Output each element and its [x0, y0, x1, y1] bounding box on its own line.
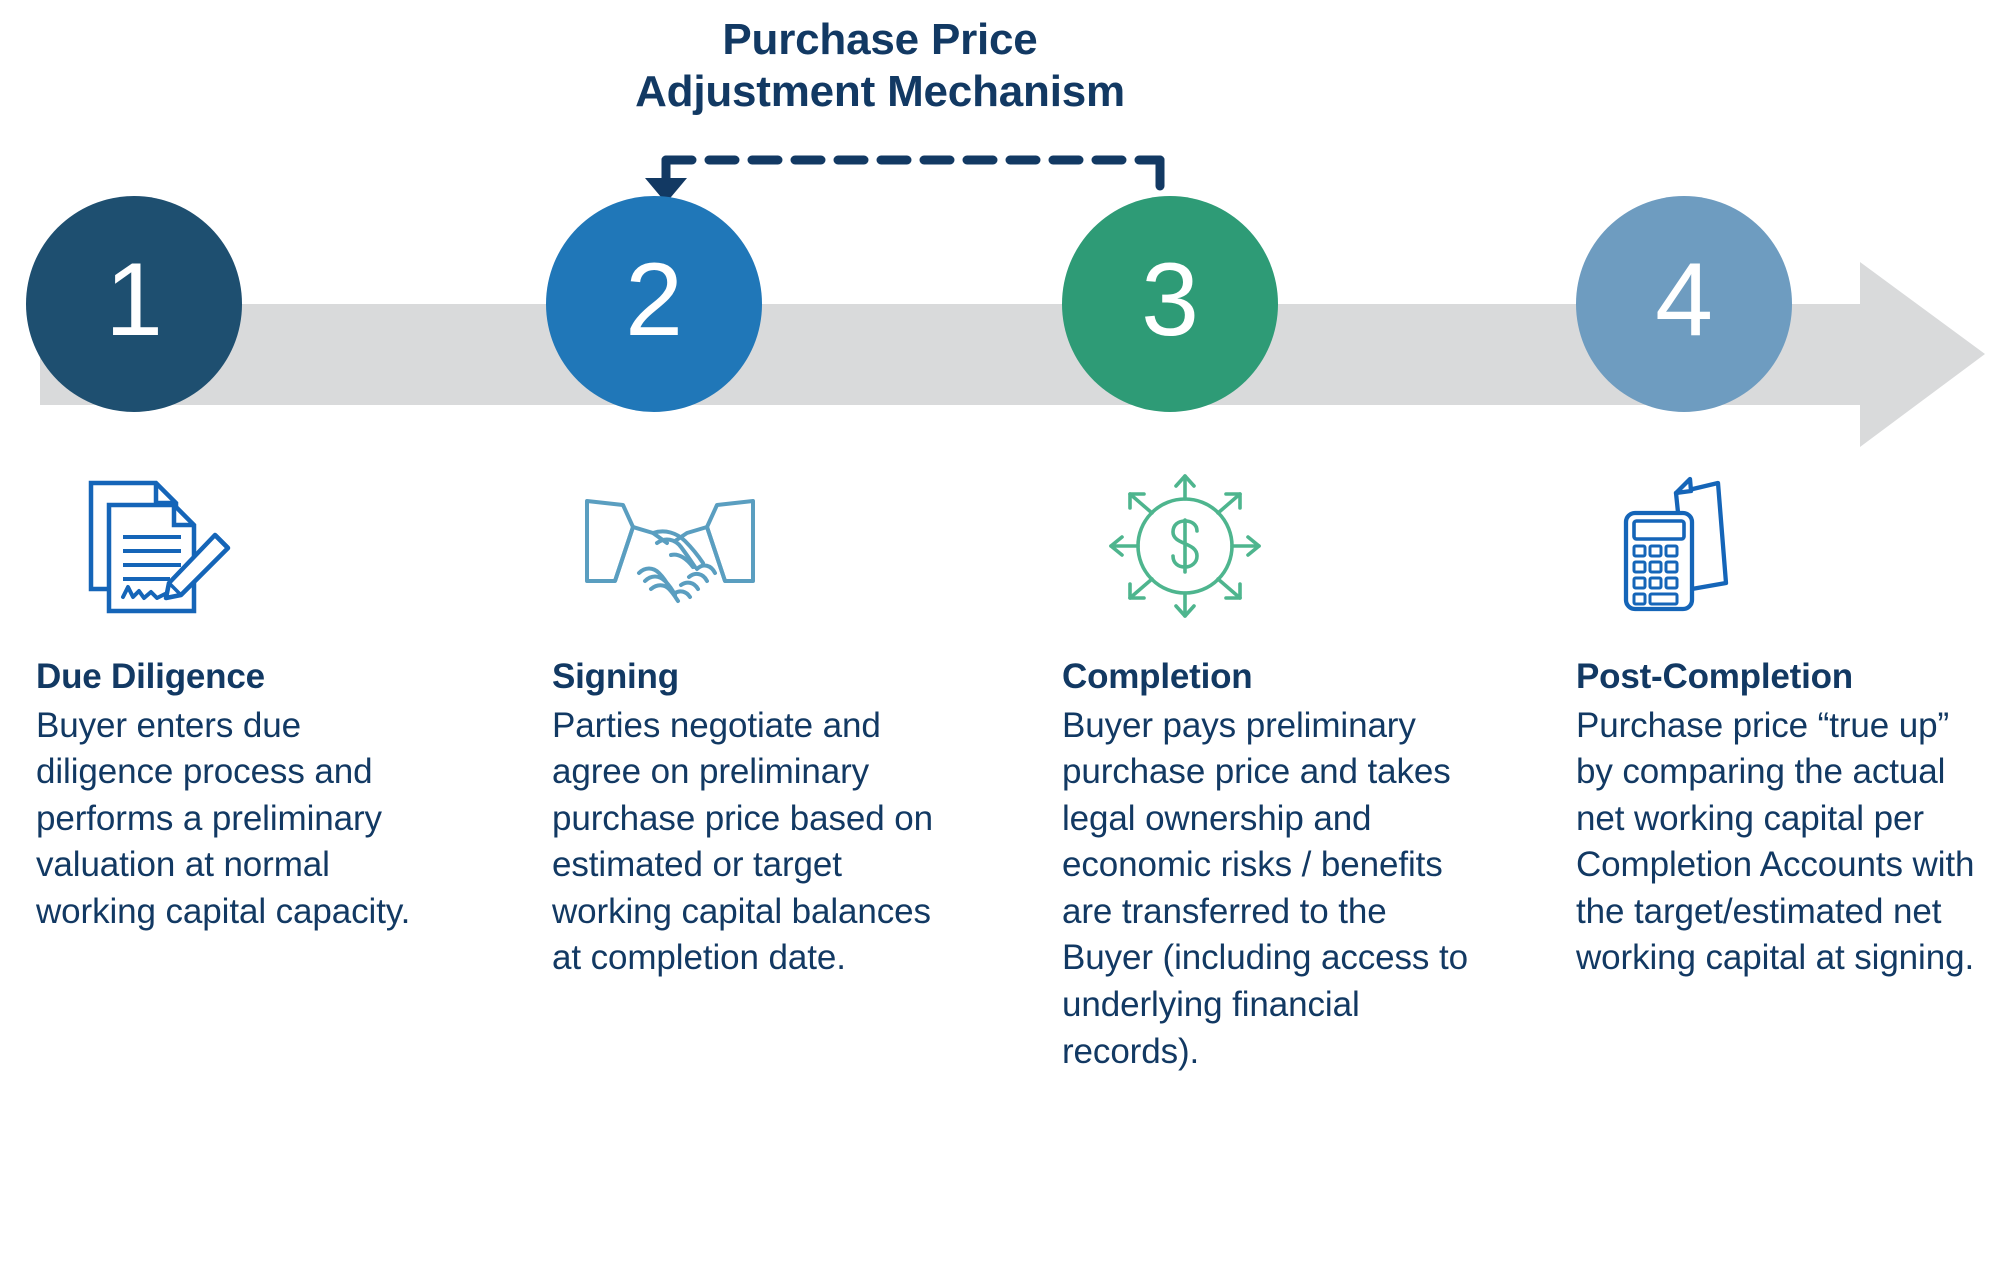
page-title-line1: Purchase Price	[722, 15, 1038, 64]
timeline-arrow-bar	[40, 262, 1985, 447]
step-number-2: 2	[625, 242, 683, 358]
step-text-column-3: Completion Buyer pays preliminary purcha…	[1062, 655, 1482, 1075]
step-title-4: Post-Completion	[1576, 657, 1853, 696]
page-title-line2: Adjustment Mechanism	[635, 66, 1125, 116]
step-circle-3[interactable]: 3	[1062, 196, 1278, 412]
step-icon-2-container	[555, 466, 785, 626]
step-icon-3-container	[1070, 466, 1300, 626]
timeline-arrow-shape	[40, 262, 1985, 447]
dollar-expansion-icon	[1108, 474, 1261, 618]
step-circle-2[interactable]: 2	[546, 196, 762, 412]
calculator-document-icon	[1623, 476, 1728, 612]
step-body-2: Parties negotiate and agree on prelimina…	[552, 705, 934, 978]
step-body-4: Purchase price “true up” by comparing th…	[1576, 705, 1975, 978]
step-title-2: Signing	[552, 657, 679, 696]
step-icon-4-container	[1590, 466, 1820, 626]
step-title-1: Due Diligence	[36, 657, 265, 696]
step-number-4: 4	[1655, 242, 1713, 358]
page-title: Purchase Price Adjustment Mechanism	[560, 14, 1200, 118]
document-signature-icon	[88, 480, 230, 614]
step-body-3: Buyer pays preliminary purchase price an…	[1062, 705, 1468, 1071]
step-number-1: 1	[105, 242, 163, 358]
step-circle-1[interactable]: 1	[26, 196, 242, 412]
step-icon-1-container	[45, 466, 275, 626]
step-text-column-2: Signing Parties negotiate and agree on p…	[552, 655, 947, 982]
step-text-column-4: Post-Completion Purchase price “true up”…	[1576, 655, 1986, 982]
step-body-1: Buyer enters due diligence process and p…	[36, 705, 411, 931]
step-circle-4[interactable]: 4	[1576, 196, 1792, 412]
step-number-3: 3	[1141, 242, 1199, 358]
step-text-column-1: Due Diligence Buyer enters due diligence…	[36, 655, 431, 935]
step-title-3: Completion	[1062, 657, 1253, 696]
handshake-icon	[585, 499, 755, 603]
